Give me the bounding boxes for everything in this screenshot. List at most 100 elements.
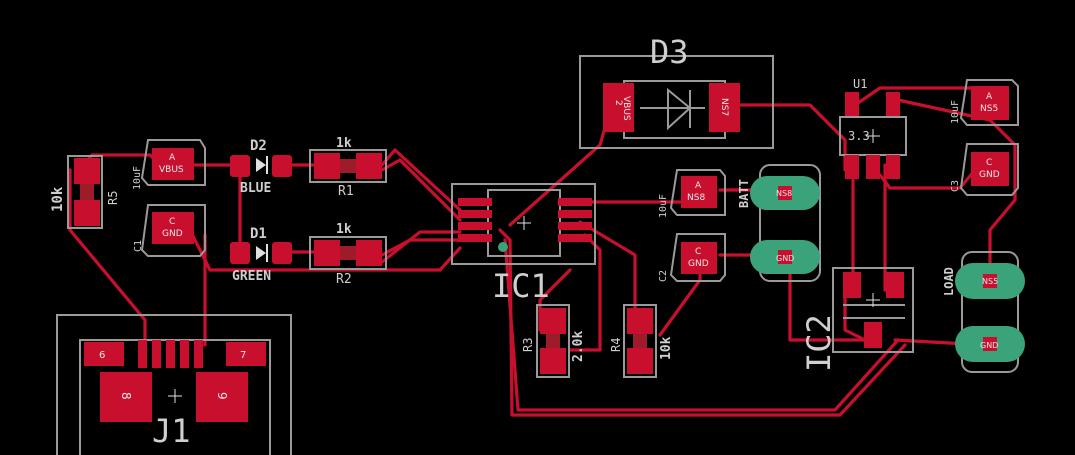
- batt-via-top: [778, 186, 792, 200]
- c2-pad-a-label: A: [695, 181, 702, 191]
- ic2-pin-1: [843, 272, 861, 298]
- d1-name: D1: [250, 226, 267, 242]
- j1-outline: [56, 314, 292, 455]
- led-d1: D1 GREEN: [230, 226, 292, 284]
- c3-pad-c-net: GND: [979, 170, 1000, 180]
- j1-data-pin-3: [166, 340, 175, 368]
- led-arrow-icon: [256, 158, 266, 172]
- j1-data-pin-1: [138, 340, 147, 368]
- u1-name: U1: [853, 77, 867, 91]
- c2-outline-c: [669, 233, 726, 282]
- c2-pad-c-label: C: [695, 247, 701, 257]
- capacitor-c3: A NS5 C GND 10uF C3: [950, 79, 1019, 196]
- u1-pin-bottom-2: [866, 155, 880, 179]
- c2-name: C2: [658, 270, 669, 282]
- trace-ic1-r3: [568, 233, 602, 352]
- batt-via-bottom: [778, 250, 792, 264]
- d3-pad-1: [603, 83, 634, 132]
- load-outline: [961, 251, 1019, 373]
- c1-outline-c: [140, 204, 206, 257]
- ic2-package: IC2: [800, 267, 914, 372]
- diode-d3: D3 2 VBUS NS7: [579, 33, 774, 149]
- load-via-bottom: [983, 337, 997, 351]
- r2-outline: [309, 236, 387, 270]
- ic2-outline: [832, 267, 914, 353]
- resistor-r3: R3 2.0k: [521, 304, 586, 378]
- c3-name: C3: [950, 180, 961, 192]
- d3-name: D3: [650, 33, 689, 71]
- d1-value: GREEN: [232, 269, 271, 284]
- c1-pad-a: [152, 148, 194, 180]
- ic1-pin-2: [458, 210, 492, 218]
- c3-pad-c: [971, 152, 1009, 186]
- c1-value: 10uF: [132, 166, 143, 190]
- r5-outline: [67, 155, 103, 229]
- r1-outline: [309, 149, 387, 183]
- u1-pin-top-1: [845, 92, 859, 116]
- c3-pad-a: [971, 86, 1009, 120]
- r2-value: 1k: [336, 222, 352, 237]
- c1-pad-c: [152, 212, 194, 244]
- capacitor-c1: A VBUS C GND 10uF C1: [132, 139, 206, 257]
- trace-bottom-loop: [498, 228, 907, 417]
- j1-pin7-label: 7: [240, 350, 246, 361]
- trace-batt-ic2: [788, 258, 872, 342]
- u1-pin-bottom-1: [845, 155, 859, 179]
- d3-pad1-net: VBUS: [621, 96, 631, 121]
- j1-pin6-label: 6: [99, 350, 105, 361]
- u1-pin-bottom-3: [886, 155, 900, 179]
- c1-pad-a-net: VBUS: [159, 165, 184, 175]
- r2-pad-2: [356, 240, 382, 266]
- c1-pad-c-label: C: [169, 217, 175, 227]
- j1-pin-8: [100, 372, 152, 422]
- j1-pin-9: [196, 372, 248, 422]
- r4-pad-2: [627, 348, 653, 374]
- c3-outline-a: [959, 79, 1019, 126]
- ic1-pin-4: [458, 234, 492, 242]
- led-d2: D2 BLUE: [230, 138, 292, 196]
- r3-name: R3: [521, 338, 535, 352]
- j1-data-pin-5: [194, 340, 203, 368]
- d2-name: D2: [250, 138, 267, 154]
- trace-u1-c3-gnd: [878, 168, 977, 190]
- diode-symbol-icon: [667, 87, 692, 131]
- ic1-outline: [451, 183, 596, 265]
- resistor-r1: 1k R1: [309, 136, 387, 199]
- c2-pad-a-net: NS8: [687, 193, 705, 203]
- ic1-name: IC1: [492, 267, 550, 305]
- u1-value: 3.3: [848, 129, 870, 143]
- r3-pad-2: [540, 348, 566, 374]
- c3-pad-a-label: A: [986, 92, 993, 102]
- r3-outline: [536, 304, 570, 378]
- load-label: LOAD: [942, 267, 956, 296]
- ic1-pin-7: [558, 222, 592, 230]
- d2-value: BLUE: [240, 181, 271, 196]
- r5-pad-2: [74, 200, 100, 226]
- c1-pad-c-net: GND: [162, 229, 183, 239]
- ic1-pin-3: [458, 222, 492, 230]
- d1-pad-1: [230, 242, 250, 264]
- c3-pad-a-net: NS5: [980, 104, 998, 114]
- c3-value: 10uF: [950, 100, 961, 124]
- ic1-pin-6: [558, 210, 592, 218]
- d3-outline: [579, 55, 774, 149]
- usb-connector-j1: 6 7 8 9 J1: [56, 314, 292, 455]
- batt-outline: [759, 164, 821, 282]
- load-pad-top-net: NS5: [982, 277, 998, 286]
- r4-outline: [623, 304, 657, 378]
- trace-bottom-loop2: [503, 238, 900, 412]
- j1-data-pin-4: [180, 340, 189, 368]
- c1-outline-a: [140, 139, 206, 186]
- d3-pad2-net: NS7: [719, 98, 729, 116]
- j1-pin-6: [84, 342, 124, 366]
- batt-connector: NS8 GND BATT: [737, 164, 821, 282]
- c3-outline-c: [959, 143, 1019, 196]
- d2-pad-1: [230, 155, 250, 177]
- r1-pad-2: [356, 153, 382, 179]
- d3-pad-2: [709, 83, 740, 132]
- resistor-r5: 10k R5: [50, 155, 120, 229]
- r1-pad-1: [314, 153, 340, 179]
- c2-pad-c-net: GND: [688, 259, 709, 269]
- capacitor-c2: A NS8 C GND 10uF C2: [658, 169, 726, 282]
